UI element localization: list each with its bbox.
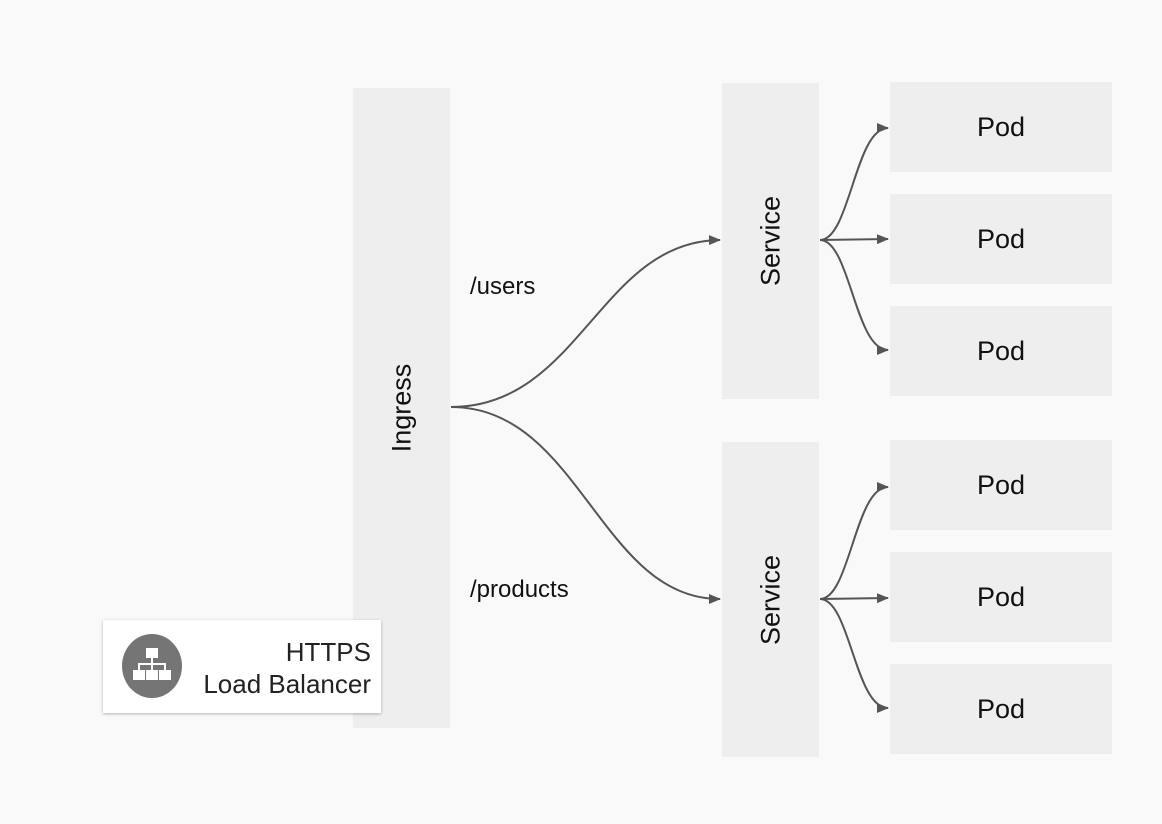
service-box-users: Service: [722, 83, 819, 399]
pod-box: Pod: [890, 664, 1112, 754]
route-label-users: /users: [470, 273, 536, 300]
load-balancer-line1: HTTPS: [285, 637, 371, 667]
route-arrow-products: [450, 406, 721, 604]
route-arrow-users: [450, 235, 721, 408]
pod-box: Pod: [890, 440, 1112, 530]
load-balancer-icon: [122, 634, 182, 698]
load-balancer-card: HTTPS Load Balancer: [103, 620, 381, 713]
pod-box: Pod: [890, 194, 1112, 284]
pod-arrow: [819, 239, 889, 355]
pod-arrow: [819, 482, 889, 600]
route-label-products: /products: [470, 576, 569, 603]
service-box-products: Service: [722, 442, 819, 757]
pod-arrow: [819, 593, 889, 604]
pod-arrow: [819, 598, 889, 713]
pod-arrow: [819, 234, 889, 245]
pod-box: Pod: [890, 306, 1112, 396]
pod-arrow: [819, 123, 889, 241]
pod-box: Pod: [890, 82, 1112, 172]
load-balancer-line2: Load Balancer: [203, 669, 371, 699]
load-balancer-label: HTTPS Load Balancer: [203, 636, 371, 700]
pod-box: Pod: [890, 552, 1112, 642]
